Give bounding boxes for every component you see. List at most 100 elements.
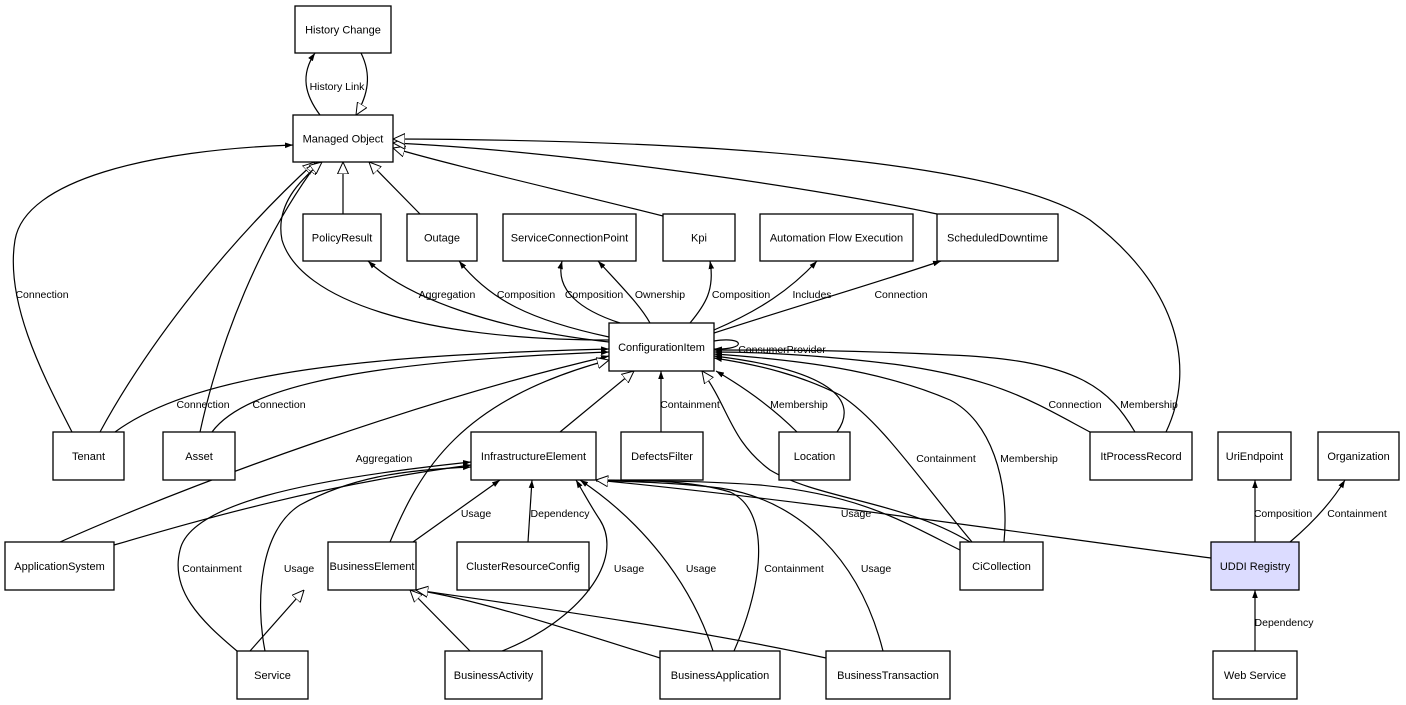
node-box[interactable] bbox=[1317, 431, 1400, 481]
node-box[interactable] bbox=[1212, 650, 1298, 700]
node-label: ConfigurationItem bbox=[618, 342, 705, 354]
node-label: UriEndpoint bbox=[1226, 451, 1283, 463]
node-application-system[interactable]: ApplicationSystem bbox=[4, 541, 115, 591]
node-box[interactable] bbox=[292, 114, 394, 163]
node-infrastructure-element[interactable]: InfrastructureElement bbox=[470, 431, 597, 481]
node-box[interactable] bbox=[936, 213, 1059, 262]
edge-scheduled-downtime-to-managed-object bbox=[393, 143, 938, 215]
edge-application-system-to-configuration-item bbox=[59, 355, 610, 543]
node-label: ClusterResourceConfig bbox=[466, 561, 580, 573]
node-tenant[interactable]: Tenant bbox=[52, 431, 125, 481]
node-box[interactable] bbox=[52, 431, 125, 481]
edge-label: Containment bbox=[764, 563, 824, 575]
node-ci-collection[interactable]: CiCollection bbox=[959, 541, 1044, 591]
generalization-arrow bbox=[702, 371, 971, 543]
association-arrow bbox=[713, 339, 739, 353]
node-box[interactable] bbox=[294, 5, 392, 54]
node-box[interactable] bbox=[444, 650, 543, 700]
edge-label: Connection bbox=[15, 289, 68, 301]
association-arrow bbox=[713, 349, 1091, 433]
edge-location-to-configuration-item bbox=[715, 370, 798, 433]
node-organization[interactable]: Organization bbox=[1317, 431, 1400, 481]
node-business-application[interactable]: BusinessApplication bbox=[659, 650, 781, 700]
node-box[interactable] bbox=[1210, 541, 1300, 591]
edge-asset-to-configuration-item bbox=[211, 349, 610, 433]
edge-label: Composition bbox=[1254, 508, 1313, 520]
node-service[interactable]: Service bbox=[236, 650, 309, 700]
node-uddi-registry[interactable]: UDDI Registry bbox=[1210, 541, 1300, 591]
node-box[interactable] bbox=[470, 431, 597, 481]
node-configuration-item[interactable]: ConfigurationItem bbox=[608, 322, 715, 372]
node-label: Web Service bbox=[1224, 670, 1286, 682]
node-box[interactable] bbox=[327, 541, 417, 591]
node-box[interactable] bbox=[502, 213, 637, 262]
edge-business-element-to-infrastructure-element bbox=[412, 479, 501, 543]
association-arrow bbox=[367, 260, 610, 343]
node-label: Service bbox=[254, 670, 291, 682]
generalization-arrow bbox=[596, 480, 1212, 559]
node-history-change[interactable]: History Change bbox=[294, 5, 392, 54]
edge-cluster-resource-config-to-infrastructure-element bbox=[527, 479, 535, 543]
association-arrow bbox=[259, 464, 472, 652]
node-uri-endpoint[interactable]: UriEndpoint bbox=[1217, 431, 1292, 481]
node-label: UDDI Registry bbox=[1220, 561, 1291, 573]
association-arrow bbox=[713, 260, 818, 331]
node-box[interactable] bbox=[608, 322, 715, 372]
node-asset[interactable]: Asset bbox=[162, 431, 236, 481]
association-arrow bbox=[713, 347, 1136, 433]
node-business-element[interactable]: BusinessElement bbox=[327, 541, 417, 591]
edge-tenant-to-managed-object bbox=[12, 142, 294, 433]
edge-service-to-infrastructure-element bbox=[177, 460, 472, 652]
node-kpi[interactable]: Kpi bbox=[662, 213, 736, 262]
node-cluster-resource-config[interactable]: ClusterResourceConfig bbox=[456, 541, 590, 591]
node-box[interactable] bbox=[1089, 431, 1193, 481]
edge-configuration-item-to-configuration-item bbox=[713, 339, 739, 353]
generalization-arrow bbox=[393, 139, 1181, 433]
node-label: Kpi bbox=[691, 232, 707, 244]
node-box[interactable] bbox=[406, 213, 478, 262]
node-location[interactable]: Location bbox=[778, 431, 851, 481]
association-arrow bbox=[527, 479, 535, 543]
edge-label: Containment bbox=[916, 453, 976, 465]
node-scheduled-downtime[interactable]: ScheduledDowntime bbox=[936, 213, 1059, 262]
node-box[interactable] bbox=[825, 650, 951, 700]
node-box[interactable] bbox=[456, 541, 590, 591]
node-managed-object[interactable]: Managed Object bbox=[292, 114, 394, 163]
node-label: BusinessTransaction bbox=[837, 670, 939, 682]
association-arrow bbox=[713, 356, 973, 543]
node-label: BusinessActivity bbox=[454, 670, 534, 682]
node-defects-filter[interactable]: DefectsFilter bbox=[620, 431, 704, 481]
node-business-transaction[interactable]: BusinessTransaction bbox=[825, 650, 951, 700]
node-box[interactable] bbox=[162, 431, 236, 481]
node-automation-flow-execution[interactable]: Automation Flow Execution bbox=[759, 213, 914, 262]
node-box[interactable] bbox=[236, 650, 309, 700]
edge-label: History Link bbox=[310, 81, 366, 93]
generalization-arrow bbox=[389, 360, 609, 543]
association-arrow bbox=[211, 349, 610, 433]
generalization-arrow bbox=[393, 148, 664, 217]
node-box[interactable] bbox=[302, 213, 382, 262]
node-box[interactable] bbox=[1217, 431, 1292, 481]
node-label: PolicyResult bbox=[312, 232, 373, 244]
node-box[interactable] bbox=[659, 650, 781, 700]
node-box[interactable] bbox=[959, 541, 1044, 591]
node-box[interactable] bbox=[4, 541, 115, 591]
node-box[interactable] bbox=[759, 213, 914, 262]
node-box[interactable] bbox=[620, 431, 704, 481]
generalization-arrow bbox=[356, 52, 368, 115]
generalization-arrow bbox=[280, 162, 610, 341]
node-box[interactable] bbox=[778, 431, 851, 481]
edge-label: Usage bbox=[686, 563, 717, 575]
generalization-arrow bbox=[559, 371, 634, 433]
edge-it-process-record-to-managed-object bbox=[393, 139, 1181, 433]
edge-business-element-to-configuration-item bbox=[389, 360, 609, 543]
node-service-connection-point[interactable]: ServiceConnectionPoint bbox=[502, 213, 637, 262]
node-business-activity[interactable]: BusinessActivity bbox=[444, 650, 543, 700]
node-it-process-record[interactable]: ItProcessRecord bbox=[1089, 431, 1193, 481]
node-box[interactable] bbox=[662, 213, 736, 262]
association-arrow bbox=[579, 479, 714, 652]
node-policy-result[interactable]: PolicyResult bbox=[302, 213, 382, 262]
node-web-service[interactable]: Web Service bbox=[1212, 650, 1298, 700]
node-outage[interactable]: Outage bbox=[406, 213, 478, 262]
